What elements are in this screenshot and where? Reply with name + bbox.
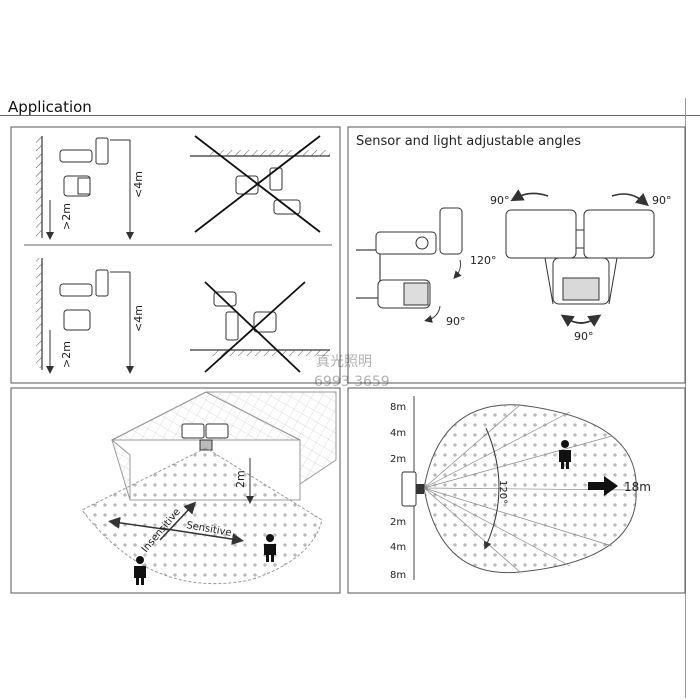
range-label-8m-top: 8m: [390, 402, 406, 413]
svg-text:真光照明: 真光照明: [316, 354, 372, 370]
detection-zone: [81, 447, 323, 585]
panel-b-title: Sensor and light adjustable angles: [356, 134, 581, 149]
range-label-2m-top: 2m: [390, 454, 406, 465]
angle-label-right-head: 90°: [652, 194, 672, 207]
range-label-2m-bottom: 2m: [390, 517, 406, 528]
ceiling-mount-wrong-top: [190, 135, 330, 233]
person-icon: [134, 556, 146, 585]
fixture-front-view: [505, 189, 655, 327]
range-label-8m-bottom: 8m: [390, 570, 406, 581]
panel-detection-range: 8m 4m 2m 2m 4m 8m 120° 18m: [347, 387, 686, 594]
direction-arrow-icon: [588, 476, 618, 496]
floor-mount-wrong-bottom: [190, 281, 330, 373]
panel-mounting-height: >2m <4m >2m <4m: [10, 126, 341, 384]
height-label-min-top: >2m: [60, 203, 73, 230]
detection-rays: [423, 404, 637, 573]
svg-text:6993 3659: 6993 3659: [314, 374, 390, 390]
watermark: 真光照明 6993 3659: [314, 354, 390, 390]
wall-mount-correct-bottom: [36, 258, 134, 374]
panel-house-detection: 2m Insensitive Sensitive: [10, 387, 341, 594]
panel-adjustable-angles: Sensor and light adjustable angles 120° …: [347, 126, 686, 384]
range-label-4m-bottom: 4m: [390, 542, 406, 553]
height-label-min-bottom: >2m: [60, 341, 73, 368]
person-icon: [559, 440, 571, 469]
max-distance-label: 18m: [624, 480, 651, 494]
angle-label-left-head: 90°: [490, 194, 510, 207]
angle-label-sensor-tilt: 90°: [446, 315, 466, 328]
angle-label-head-tilt: 120°: [470, 254, 497, 267]
sensor-fixture: [401, 471, 417, 507]
height-label-max-bottom: <4m: [132, 305, 145, 332]
person-icon: [264, 534, 276, 562]
title-rule: [0, 115, 700, 116]
mount-height-label: 2m: [234, 470, 247, 488]
section-title: Application: [8, 98, 92, 116]
coverage-angle-label: 120°: [497, 480, 508, 504]
angle-label-bottom-rotation: 90°: [574, 330, 594, 343]
wall-mount-correct-top: [36, 136, 134, 240]
fixture-side-view: [356, 207, 463, 323]
range-label-4m-top: 4m: [390, 428, 406, 439]
height-label-max-top: <4m: [132, 171, 145, 198]
